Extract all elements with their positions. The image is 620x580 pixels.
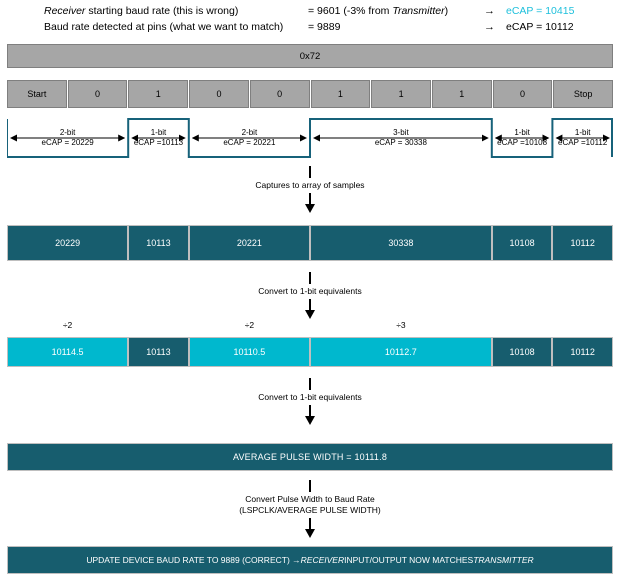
- transmitter-word: Transmitter: [392, 5, 445, 17]
- header-row-detected-value: = 9889: [308, 21, 341, 33]
- bit-cell-0-4: 0: [249, 80, 310, 108]
- flow-stem-top: [309, 272, 311, 284]
- header-row-receiver-value: = 9601 (-3% from Transmitter): [308, 3, 448, 19]
- average-pulse-width-bar: AVERAGE PULSE WIDTH = 10111.8: [7, 443, 613, 471]
- flow-stem-arrow: [309, 193, 311, 205]
- flow-baud-label: Convert Pulse Width to Baud Rate (LSPCLK…: [0, 492, 620, 518]
- flow-convert-to-baud: Convert Pulse Width to Baud Rate (LSPCLK…: [0, 480, 620, 530]
- bit-cell-0-3: 0: [189, 80, 249, 108]
- final-result-part1: UPDATE DEVICE BAUD RATE TO 9889 (CORRECT…: [86, 555, 301, 565]
- flow-stem-arrow: [309, 299, 311, 311]
- bit-cell-1-2: 1: [128, 80, 189, 108]
- sample-cell-0: 20229: [7, 225, 129, 261]
- divisor-label-0: ÷2: [62, 320, 73, 330]
- header-row-receiver: Receiver starting baud rate (this is wro…: [0, 3, 620, 19]
- flow-convert-1bit-b: Convert to 1-bit equivalents: [0, 378, 620, 417]
- sample-cell-3: 30338: [309, 225, 492, 261]
- arrow-right-icon: →: [484, 21, 495, 33]
- converted-cell-4: 10108: [491, 337, 553, 367]
- waveform-trace: [7, 118, 613, 158]
- waveform-svg: [7, 118, 613, 158]
- flow-stem-top: [309, 480, 311, 492]
- arrow-right-icon: →: [484, 5, 495, 17]
- receiver-value-rest: ): [444, 5, 449, 17]
- divisor-label-2: ÷2: [244, 320, 255, 330]
- byte-value-bar: 0x72: [7, 44, 613, 68]
- divisor-label-row: ÷2 ÷2 ÷3: [7, 320, 613, 334]
- flow-stem-top: [309, 378, 311, 390]
- bit-cell-stop-9: Stop: [553, 80, 614, 108]
- flow-convert-label-b: Convert to 1-bit equivalents: [258, 392, 362, 402]
- header-ecap-receiver: eCAP = 10415: [506, 5, 575, 17]
- flow-stem-arrow: [309, 405, 311, 417]
- bit-cell-1-6: 1: [371, 80, 431, 108]
- bit-cell-0-8: 0: [492, 80, 553, 108]
- sample-cell-4: 10108: [491, 225, 553, 261]
- flow-stem-top: [309, 166, 311, 178]
- flow-baud-line2: (LSPCLK/AVERAGE PULSE WIDTH): [239, 505, 381, 515]
- bit-cell-1-5: 1: [310, 80, 371, 108]
- header-ecap-detected: eCAP = 10112: [506, 21, 574, 33]
- converted-cell-0: 10114.5: [7, 337, 129, 367]
- sample-cell-5: 10112: [552, 225, 613, 261]
- average-pulse-width-label: AVERAGE PULSE WIDTH = 10111.8: [232, 452, 388, 462]
- converted-cell-1: 10113: [128, 337, 189, 367]
- divisor-label-3: ÷3: [396, 320, 406, 330]
- converted-cell-5: 10112: [552, 337, 613, 367]
- bit-cell-1-7: 1: [431, 80, 492, 108]
- receiver-value-text: = 9601 (-3% from: [308, 5, 393, 17]
- header-row-receiver-description: Receiver starting baud rate (this is wro…: [44, 3, 238, 19]
- sample-cell-2: 20221: [188, 225, 310, 261]
- final-result-transmitter: TRANSMITTER: [473, 555, 534, 565]
- flow-captures-label: Captures to array of samples: [255, 180, 365, 190]
- flow-convert-label-a: Convert to 1-bit equivalents: [258, 286, 362, 296]
- final-result-part2: INPUT/OUTPUT NOW MATCHES: [344, 555, 474, 565]
- bit-cell-0-1: 0: [67, 80, 128, 108]
- header-row-detected-description: Baud rate detected at pins (what we want…: [44, 21, 284, 33]
- sample-cell-1: 10113: [128, 225, 189, 261]
- receiver-desc-rest: starting baud rate (this is wrong): [85, 5, 239, 17]
- header-block: Receiver starting baud rate (this is wro…: [0, 3, 620, 37]
- final-result-bar: UPDATE DEVICE BAUD RATE TO 9889 (CORRECT…: [7, 546, 613, 574]
- flow-captures-to-array: Captures to array of samples: [0, 166, 620, 205]
- header-row-detected: Baud rate detected at pins (what we want…: [0, 19, 620, 35]
- converted-cell-2: 10110.5: [188, 337, 310, 367]
- final-result-receiver: RECEIVER: [300, 555, 345, 565]
- byte-value-label: 0x72: [299, 50, 321, 62]
- flow-convert-1bit-a: Convert to 1-bit equivalents: [0, 272, 620, 311]
- receiver-word: Receiver: [44, 5, 86, 17]
- converted-cell-3: 10112.7: [309, 337, 492, 367]
- flow-baud-line1: Convert Pulse Width to Baud Rate: [245, 494, 375, 504]
- bit-cell-start-0: Start: [7, 80, 67, 108]
- flow-stem-arrow: [309, 518, 311, 530]
